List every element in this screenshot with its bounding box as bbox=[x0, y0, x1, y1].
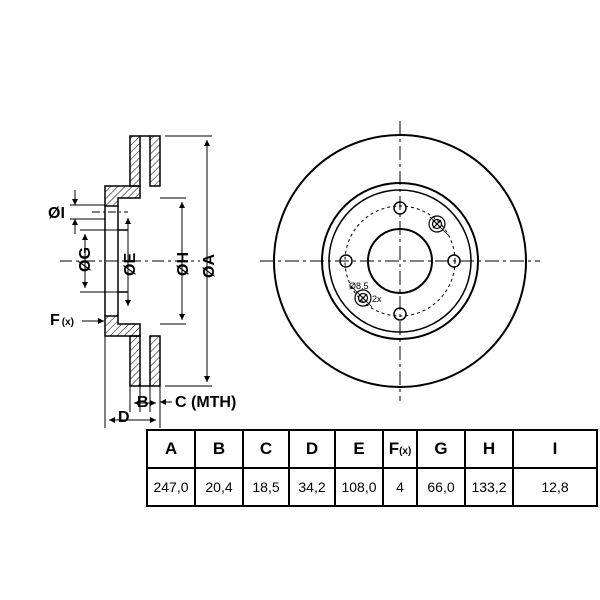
value-h: 133,2 bbox=[464, 467, 514, 507]
header-e: E bbox=[334, 429, 384, 469]
header-f-sub: (x) bbox=[399, 446, 412, 457]
dim-label-g: ØG bbox=[77, 247, 94, 272]
spec-table-value-row: 247,0 20,4 18,5 34,2 108,0 4 66,0 133,2 … bbox=[146, 467, 598, 507]
hat-inner-circle bbox=[328, 189, 472, 333]
header-b: B bbox=[194, 429, 244, 469]
spec-table-header-row: A B C D E F(x) G H I bbox=[146, 429, 598, 469]
header-c: C bbox=[242, 429, 290, 469]
disc-plate-outer-bottom bbox=[129, 335, 141, 387]
header-h: H bbox=[464, 429, 514, 469]
value-e: 108,0 bbox=[334, 467, 384, 507]
dim-label-h: ØH bbox=[175, 252, 192, 276]
dimension-lines bbox=[70, 135, 212, 428]
value-g: 66,0 bbox=[416, 467, 466, 507]
dim-label-b: B bbox=[137, 394, 149, 411]
spec-table: A B C D E F(x) G H I 247,0 20,4 18,5 34,… bbox=[146, 429, 598, 507]
disc-plate-inner-bottom bbox=[149, 335, 161, 387]
header-d: D bbox=[288, 429, 336, 469]
header-g: G bbox=[416, 429, 466, 469]
value-f: 4 bbox=[382, 467, 418, 507]
header-f-main: F bbox=[388, 439, 400, 458]
value-c: 18,5 bbox=[242, 467, 290, 507]
header-i: I bbox=[512, 429, 598, 469]
disc-plate-inner-top bbox=[149, 135, 161, 187]
value-i: 12,8 bbox=[512, 467, 598, 507]
hat-top bbox=[104, 185, 141, 207]
dim-label-d: D bbox=[118, 409, 130, 426]
dim-label-f-sub: (x) bbox=[62, 317, 74, 328]
dim-label-c: C (MTH) bbox=[175, 394, 236, 411]
value-b: 20,4 bbox=[194, 467, 244, 507]
header-a: A bbox=[146, 429, 196, 469]
dim-label-e: ØE bbox=[122, 253, 139, 276]
dim-label-f-main: F bbox=[50, 312, 60, 329]
dim-label-f: F(x) bbox=[50, 312, 74, 329]
hat-bottom bbox=[104, 315, 141, 337]
disc-plate-outer-top bbox=[129, 135, 141, 187]
front-view bbox=[260, 121, 540, 401]
dim-label-i: ØI bbox=[48, 205, 65, 222]
dim-label-a: ØA bbox=[201, 254, 218, 278]
hole-diameter-label: Ø8,5 bbox=[349, 281, 369, 291]
hole-count-label: 2x bbox=[372, 294, 382, 304]
value-a: 247,0 bbox=[146, 467, 196, 507]
value-d: 34,2 bbox=[288, 467, 336, 507]
header-f: F(x) bbox=[382, 429, 418, 469]
